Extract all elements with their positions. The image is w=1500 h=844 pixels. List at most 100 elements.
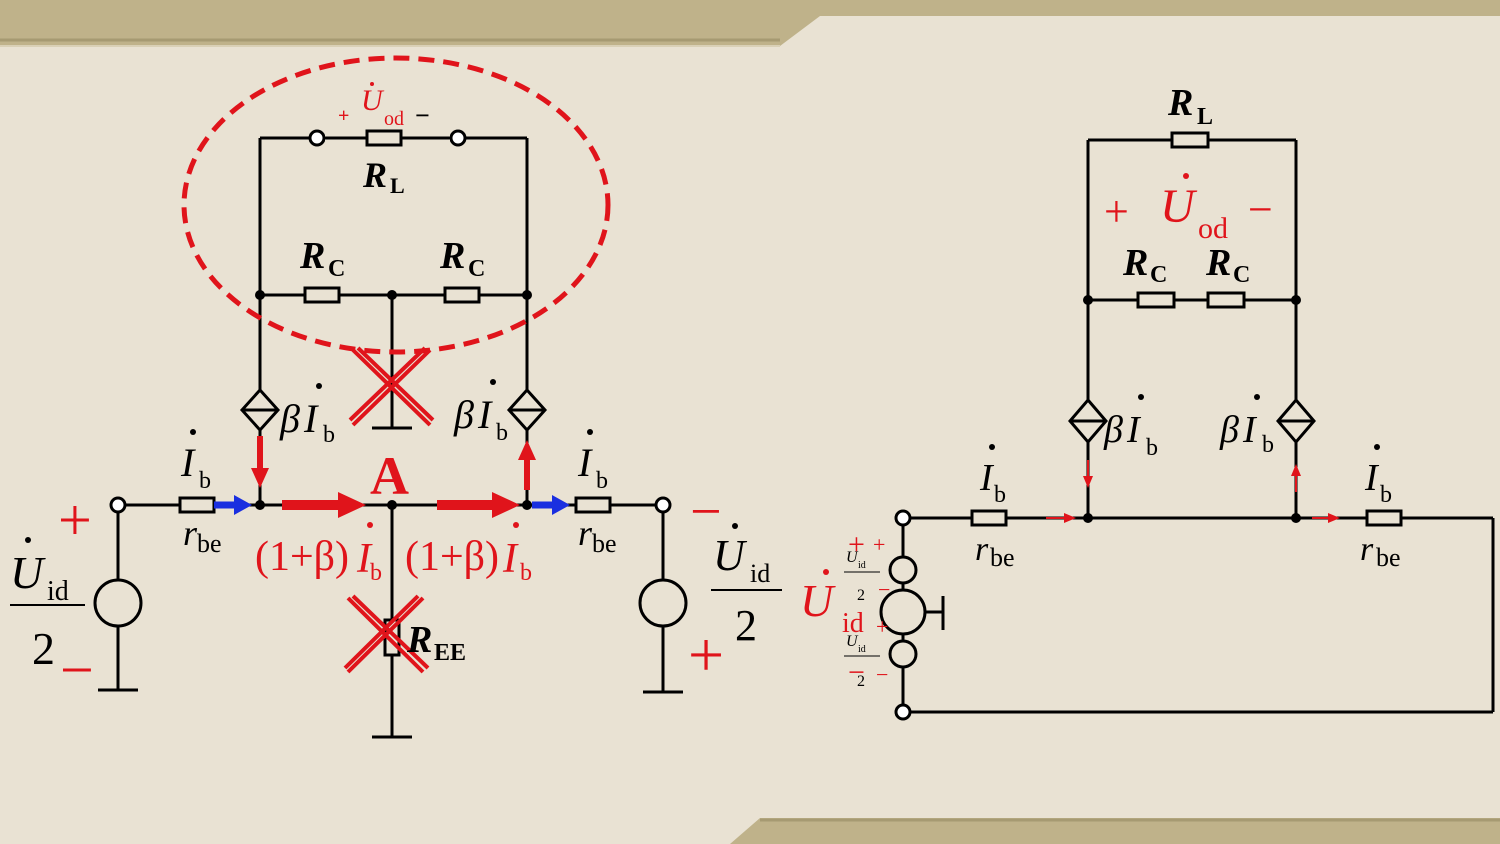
label-onebeta-left: (1+β) I b — [255, 522, 382, 586]
minus-sign: − — [415, 101, 430, 130]
svg-text:id: id — [858, 644, 866, 655]
label-rbe-left: r be — [183, 513, 222, 558]
label-ib-left: I b — [180, 429, 211, 494]
svg-text:2: 2 — [857, 587, 865, 604]
svg-text:β: β — [1219, 409, 1239, 451]
label-ree: R EE — [406, 619, 466, 666]
svg-text:U: U — [10, 547, 46, 598]
svg-text:−: − — [878, 577, 890, 602]
svg-text:EE: EE — [434, 640, 466, 666]
svg-text:−: − — [1248, 185, 1273, 234]
uod-sub: od — [384, 108, 404, 130]
svg-text:I: I — [1126, 409, 1142, 451]
svg-text:R: R — [439, 235, 465, 277]
label-ib-right: I b — [577, 429, 608, 494]
svg-text:I: I — [180, 440, 196, 485]
svg-text:I: I — [303, 396, 319, 441]
label-beta-ib-left: β I b — [279, 383, 335, 448]
svg-text:b: b — [596, 468, 608, 494]
svg-text:L: L — [1197, 104, 1213, 130]
svg-text:be: be — [1376, 543, 1401, 572]
label-beta-ib-r1: β I b — [1103, 394, 1158, 461]
svg-text:b: b — [1380, 482, 1392, 508]
rbe-resistor-right — [574, 496, 612, 514]
label-uid-half-right: − U id 2 + — [688, 481, 782, 690]
rc-resistor-right — [443, 286, 481, 304]
label-rl-left: R L — [362, 155, 405, 198]
svg-text:b: b — [496, 420, 508, 446]
svg-text:r: r — [578, 513, 593, 553]
label-uid-right-circuit: U id + + − + − − — [800, 528, 890, 689]
svg-text:b: b — [994, 482, 1006, 508]
svg-text:r: r — [1360, 531, 1374, 568]
rc-resistor-2a — [1136, 291, 1176, 309]
highlight-ellipse — [181, 55, 611, 355]
svg-text:id: id — [750, 559, 770, 588]
dependent-source-left — [239, 387, 281, 433]
svg-text:be: be — [990, 543, 1015, 572]
svg-text:I: I — [356, 536, 373, 582]
svg-text:β: β — [1103, 409, 1123, 451]
right-resistors — [970, 131, 1403, 527]
rl-resistor-2 — [1170, 131, 1210, 149]
label-uid-small-fractions: U id 2 U id 2 — [844, 549, 880, 690]
svg-text:+: + — [688, 619, 724, 690]
svg-text:I: I — [477, 392, 493, 437]
svg-text:be: be — [592, 529, 617, 558]
label-rc-left-2: R C — [439, 235, 485, 282]
svg-text:id: id — [842, 608, 864, 639]
svg-text:b: b — [1262, 432, 1274, 458]
svg-text:C: C — [468, 256, 485, 282]
label-rl-right: R L — [1167, 82, 1213, 130]
svg-text:b: b — [520, 560, 532, 586]
right-voltage-sources — [879, 555, 927, 669]
label-rbe-r2: r be — [1360, 531, 1401, 572]
svg-text:+: + — [58, 487, 92, 553]
svg-text:β: β — [453, 392, 474, 437]
svg-text:U: U — [846, 633, 859, 650]
svg-text:(1+β): (1+β) — [405, 534, 499, 580]
svg-text:R: R — [1122, 242, 1148, 284]
svg-text:−: − — [876, 662, 888, 687]
svg-text:b: b — [323, 422, 335, 448]
svg-text:L: L — [390, 173, 405, 198]
right-junctions — [894, 295, 1301, 721]
cross-mark-ground — [348, 346, 435, 427]
svg-text:+: + — [1104, 187, 1129, 236]
current-arrows — [214, 436, 570, 518]
output-terminals — [109, 129, 672, 514]
rbe-resistor-2a — [970, 509, 1008, 527]
svg-text:+: + — [873, 532, 885, 557]
svg-text:be: be — [197, 529, 222, 558]
svg-text:od: od — [1198, 212, 1228, 245]
bottom-band — [730, 818, 1500, 844]
rbe-resistor-2b — [1365, 509, 1403, 527]
label-onebeta-right: (1+β) I b — [405, 522, 532, 586]
label-ib-r2: I b — [1364, 444, 1392, 508]
svg-text:I: I — [979, 457, 995, 499]
dependent-source-right — [506, 387, 548, 433]
svg-text:I: I — [577, 440, 593, 485]
right-arrows — [1046, 460, 1340, 523]
svg-text:r: r — [975, 531, 989, 568]
svg-text:C: C — [328, 256, 345, 282]
label-rbe-right: r be — [578, 513, 617, 558]
svg-text:U: U — [713, 531, 748, 580]
label-beta-ib-r2: β I b — [1219, 394, 1274, 458]
top-band — [0, 0, 1500, 47]
label-rbe-r1: r be — [975, 531, 1015, 572]
label-uod-right: + U od − — [1104, 173, 1273, 245]
svg-text:I: I — [502, 536, 519, 582]
cross-mark-ree — [343, 594, 430, 674]
svg-text:C: C — [1233, 262, 1250, 288]
rc-resistor-left — [303, 286, 341, 304]
svg-text:b: b — [1146, 435, 1158, 461]
svg-text:+: + — [848, 528, 865, 561]
label-ib-r1: I b — [979, 444, 1006, 508]
svg-text:2: 2 — [735, 601, 757, 650]
svg-text:+: + — [876, 614, 888, 639]
svg-text:b: b — [370, 560, 382, 586]
svg-text:R: R — [406, 619, 432, 661]
label-uid-half-left: + U id 2 − — [10, 487, 94, 703]
